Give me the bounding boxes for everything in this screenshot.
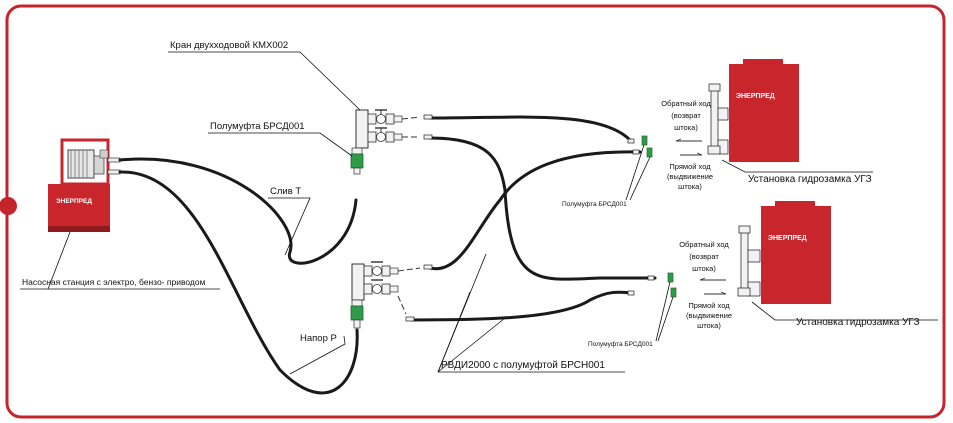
lock-unit-2: ЭНЕРПРЕД — [667, 201, 831, 304]
unit1-forward-line1: Прямой ход — [669, 162, 711, 171]
hose-top-a — [428, 115, 632, 142]
unit2-forward-line1: Прямой ход — [688, 301, 730, 310]
unit2-return-line3: штока) — [692, 264, 716, 273]
pump-outlet-fittings — [107, 157, 121, 175]
hose-label: РВДИ2000 с полумуфтой БРСН001 — [441, 359, 605, 371]
unit1-brand: ЭНЕРПРЕД — [736, 93, 775, 100]
unit1-forward-line2: (выдвижение — [667, 172, 713, 181]
unit1-name: Установка гидрозамка УГЗ — [748, 174, 872, 185]
label-leaders — [20, 51, 625, 375]
dash-low — [397, 267, 421, 315]
unit1-return-line1: Обратный ход — [661, 99, 711, 108]
unit1-leaders — [625, 144, 873, 201]
unit2-return-line1: Обратный ход — [679, 240, 729, 249]
unit1-arrows — [675, 138, 703, 156]
hose-lines — [118, 115, 657, 395]
unit2-name: Установка гидрозамка УГЗ — [796, 317, 920, 328]
hose-low-a — [428, 150, 642, 271]
hose-drain — [118, 157, 358, 265]
pump-brand-label: ЭНЕРПРЕД — [56, 198, 92, 205]
hose-pressure — [118, 170, 359, 395]
unit1-return-line3: штока) — [674, 123, 698, 132]
frame-marker-dot — [0, 197, 17, 215]
unit2-brand: ЭНЕРПРЕД — [768, 235, 807, 242]
unit2-forward-line2: (выдвижение — [686, 311, 732, 320]
valve-label: Кран двухходовой КМХ002 — [170, 40, 288, 51]
hose-top-b — [428, 136, 657, 281]
valve-manifold-top — [350, 109, 403, 175]
unit2-arrows — [699, 277, 727, 295]
unit1-return-line2: (возврат — [671, 111, 701, 120]
hose-end-fittings — [405, 114, 655, 322]
pump-station-label: Насосная станция с электро, бензо- приво… — [22, 277, 206, 287]
unit2-coupling-label: Полумуфта БРСД001 — [588, 341, 653, 348]
coupling-top-label: Полумуфта БРСД001 — [210, 121, 305, 132]
unit1-coupling-label: Полумуфта БРСД001 — [562, 201, 627, 208]
dash-top — [401, 116, 421, 138]
pressure-label: Напор Р — [300, 333, 337, 344]
hose-low-b — [410, 290, 634, 322]
unit2-leaders — [655, 281, 938, 342]
unit2-forward-line3: штока) — [697, 321, 721, 330]
lock-unit-1: ЭНЕРПРЕД — [641, 59, 799, 162]
unit1-forward-line3: штока) — [678, 182, 702, 191]
unit2-return-line2: (возврат — [689, 252, 719, 261]
pump-station: ЭНЕРПРЕД — [48, 138, 110, 232]
drain-label: Слив Т — [270, 186, 301, 197]
valve-manifold-low — [350, 261, 399, 329]
